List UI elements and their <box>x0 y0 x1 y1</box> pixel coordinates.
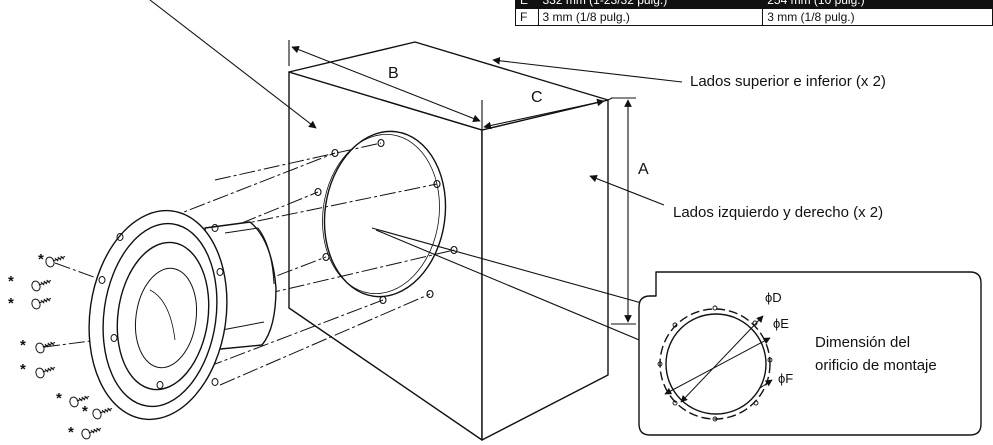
dimension-c-label: C <box>531 89 543 106</box>
table-cell-f-col1: 3 mm (1/8 pulg.) <box>537 8 764 26</box>
phi-f-label: ϕF <box>778 371 794 386</box>
detail-callout-box <box>638 271 982 436</box>
leader-hole-detail-2 <box>375 229 657 348</box>
asterisk-7: * <box>82 403 88 420</box>
asterisk-6: * <box>56 390 62 407</box>
phi-d-label: ϕD <box>765 290 782 305</box>
table-row-f: F 3 mm (1/8 pulg.) 3 mm (1/8 pulg.) <box>515 8 993 26</box>
speaker-cone <box>116 241 210 391</box>
dimension-a-label: A <box>638 161 649 178</box>
speaker-mounting-holes <box>98 224 224 389</box>
detail-hole-drawing <box>657 305 773 422</box>
leader-top-bottom <box>492 56 683 83</box>
leader-left-right <box>589 174 665 206</box>
leader-hole-detail <box>371 227 657 308</box>
asterisk-5: * <box>20 361 26 378</box>
speaker-frame <box>88 209 228 421</box>
screws <box>31 255 113 440</box>
top-bottom-sides-label: Lados superior e inferior (x 2) <box>690 73 886 90</box>
asterisk-1: * <box>38 251 44 268</box>
phi-e-label: ϕE <box>773 316 789 331</box>
dimension-table: E 332 mm (1-23/32 pulg.) 254 mm (10 pulg… <box>515 0 993 26</box>
asterisk-8: * <box>68 424 74 441</box>
mounting-hole-rim <box>322 133 440 295</box>
dimension-a-line <box>611 97 636 325</box>
mounting-hole <box>323 130 447 298</box>
dimension-b-label: B <box>388 65 399 82</box>
leader-enclosure <box>149 0 317 129</box>
asterisk-4: * <box>20 337 26 354</box>
dimension-b-line <box>288 40 483 130</box>
table-cell-f-col2: 3 mm (1/8 pulg.) <box>762 8 993 26</box>
speaker-unit <box>88 209 277 421</box>
asterisk-2: * <box>8 273 14 290</box>
detail-caption-line2: orificio de montaje <box>815 357 937 374</box>
box-right-face <box>481 99 609 441</box>
asterisk-3: * <box>8 295 14 312</box>
detail-caption-line1: Dimensión del <box>815 334 911 351</box>
left-right-sides-label: Lados izquierdo y derecho (x 2) <box>673 204 884 221</box>
box-front-face <box>288 71 483 441</box>
